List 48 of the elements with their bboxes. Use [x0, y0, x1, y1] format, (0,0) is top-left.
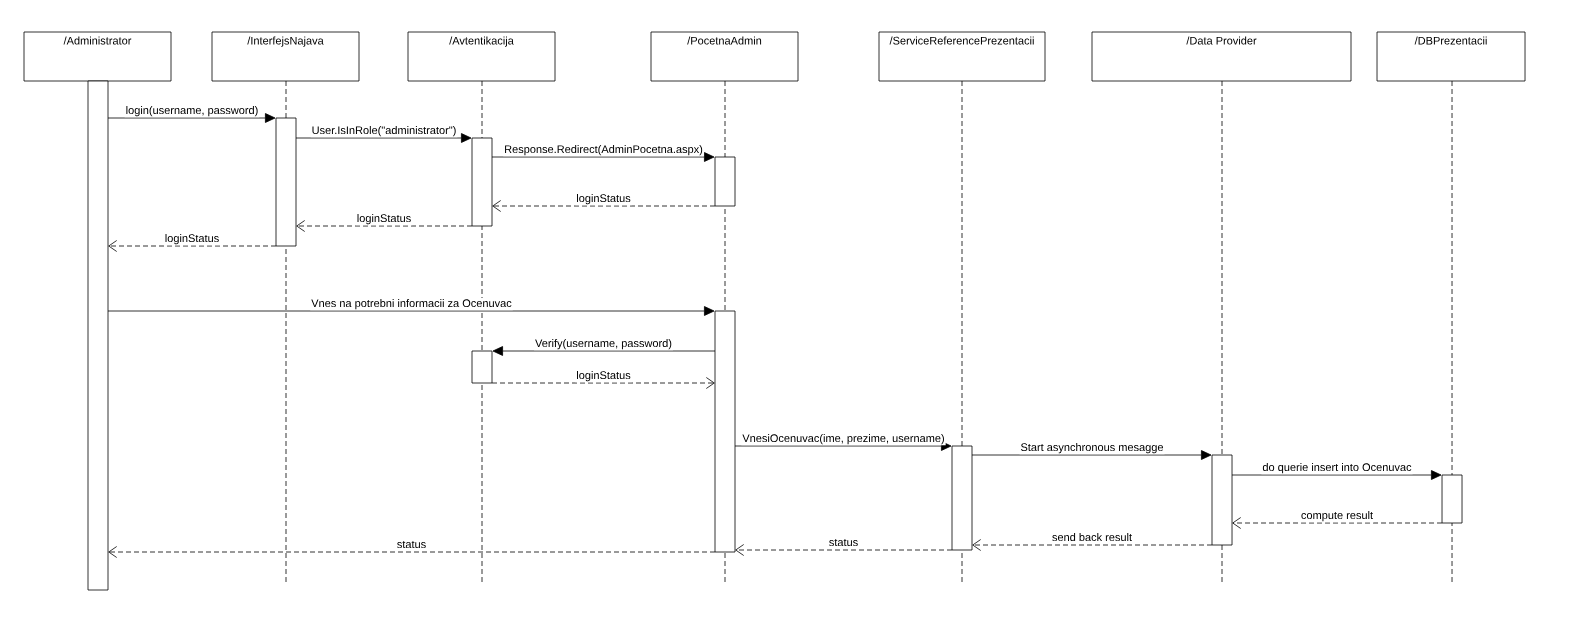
message-arrow [296, 220, 473, 232]
activation-bar [1441, 474, 1463, 524]
lifeline-header: /Data Provider [1091, 31, 1352, 82]
message-arrow [295, 133, 472, 143]
edge-label: login(username, password) [124, 105, 260, 118]
activation-bar [471, 350, 493, 384]
lifeline-header: /DBPrezentacii [1376, 31, 1526, 82]
edge-label: send back result [1050, 532, 1134, 543]
lifeline-header: /Administrator [23, 31, 172, 82]
activation-bar [275, 117, 297, 247]
message-arrow [107, 113, 276, 123]
edge-label: compute result [1299, 510, 1375, 523]
edge-label: VnesiOcenuvac(ime, prezime, username) [741, 433, 946, 446]
lifeline-header: /ServiceReferencePrezentacii [878, 31, 1046, 82]
edge-label: loginStatus [575, 370, 632, 383]
edge-label: loginStatus [575, 193, 632, 206]
edge-label: status [395, 539, 428, 550]
message-arrow [492, 346, 716, 356]
message-arrow [972, 539, 1213, 551]
message-arrow [1232, 517, 1443, 529]
activation-bar [471, 137, 493, 227]
message-arrow [108, 546, 716, 558]
message-arrow [971, 450, 1212, 460]
activation-bar [714, 310, 736, 553]
activation-bar [1211, 454, 1233, 546]
activation-bar [951, 445, 973, 551]
edge-label: do querie insert into Ocenuvac [1261, 462, 1413, 475]
message-arrow [107, 306, 715, 316]
edge-label: Start asynchronous mesagge [1019, 442, 1165, 455]
edge-label: loginStatus [163, 233, 221, 246]
lifeline-header: /PocetnaAdmin [650, 31, 799, 82]
message-arrow [734, 441, 952, 451]
edge-label: Response.Redirect(AdminPocetna.aspx) [503, 144, 704, 157]
edge-label: User.IsInRole("administrator") [310, 125, 458, 138]
activation-bar [87, 80, 109, 591]
message-arrow [491, 377, 715, 389]
message-arrow [491, 152, 715, 162]
message-arrow [735, 544, 953, 556]
edge-label: status [827, 537, 860, 548]
message-arrow [492, 200, 716, 212]
edge-label: Verify(username, password) [534, 338, 673, 351]
edge-label: loginStatus [355, 213, 413, 226]
message-arrow [108, 240, 277, 252]
edge-label: Vnes na potrebni informacii za Ocenuvac [310, 298, 513, 311]
lifeline-header: /InterfejsNajava [211, 31, 360, 82]
activation-bar [714, 156, 736, 207]
lifeline-header: /Avtentikacija [407, 31, 556, 82]
message-arrow [1231, 470, 1442, 480]
